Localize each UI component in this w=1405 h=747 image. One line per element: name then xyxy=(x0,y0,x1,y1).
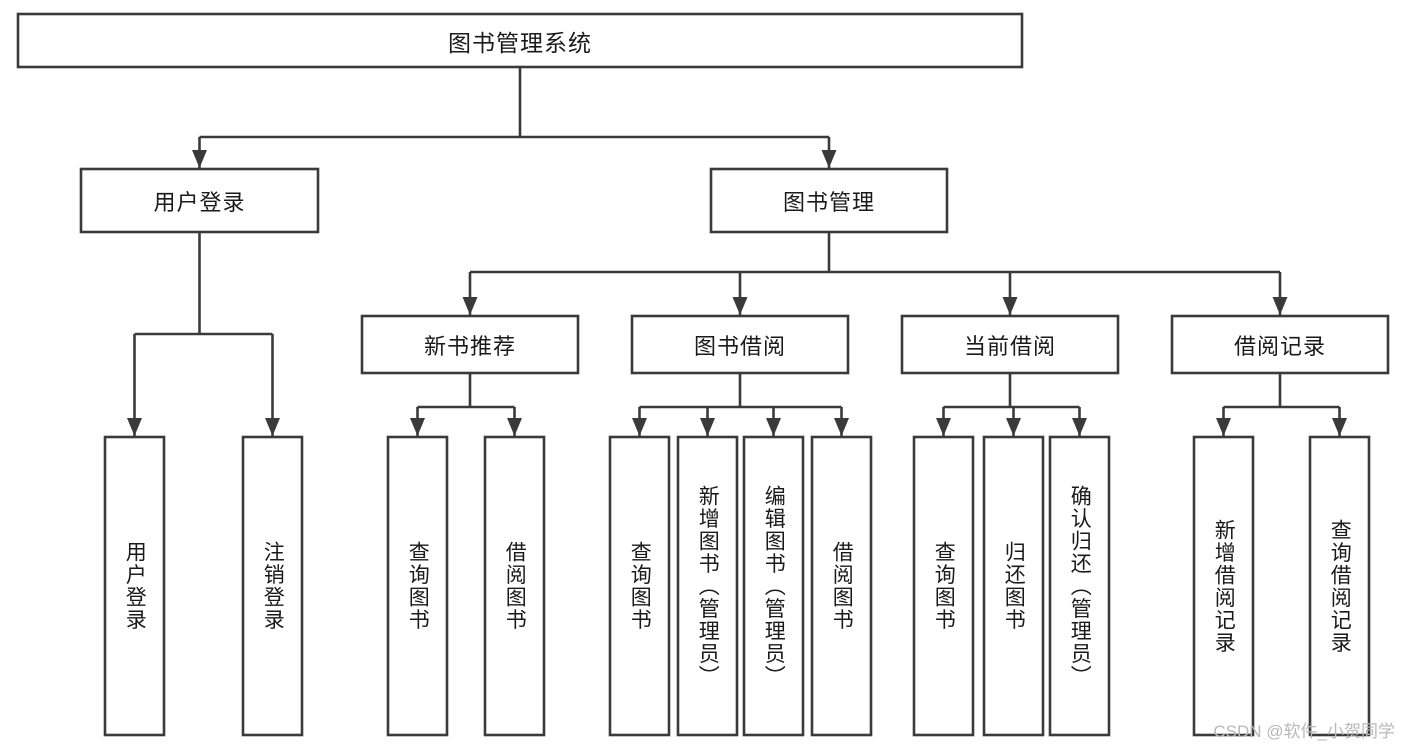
node-box-user-login-do[interactable] xyxy=(103,435,166,737)
node-box-br-add-record[interactable] xyxy=(1192,435,1255,737)
node-box-br-query-record[interactable] xyxy=(1308,435,1371,737)
node-box-borrow-record[interactable] xyxy=(1170,314,1390,375)
node-box-bb-query-book[interactable] xyxy=(608,435,671,737)
node-box-new-book-rec[interactable] xyxy=(360,314,580,375)
arrow-head-icon xyxy=(410,418,425,436)
arrow-head-icon xyxy=(1006,418,1021,436)
node-box-cb-confirm-return[interactable] xyxy=(1048,435,1111,737)
arrow-head-icon xyxy=(936,418,951,436)
arrow-head-icon xyxy=(821,150,837,168)
node-box-book-borrow[interactable] xyxy=(630,314,850,375)
node-box-bb-borrow-book[interactable] xyxy=(810,435,873,737)
arrow-head-icon xyxy=(1272,297,1288,315)
arrow-head-icon xyxy=(265,418,280,436)
node-box-cb-return-book[interactable] xyxy=(982,435,1045,737)
node-box-nbr-query-book[interactable] xyxy=(386,435,449,737)
arrow-head-icon xyxy=(192,150,207,168)
arrow-head-icon xyxy=(507,418,522,436)
node-box-bb-add-book[interactable] xyxy=(676,435,739,737)
arrow-head-icon xyxy=(732,297,748,315)
node-box-bb-edit-book[interactable] xyxy=(742,435,805,737)
arrow-head-icon xyxy=(632,418,647,436)
node-box-current-borrow[interactable] xyxy=(900,314,1120,375)
arrow-head-icon xyxy=(766,418,781,436)
arrow-head-icon xyxy=(462,297,478,315)
node-box-root[interactable] xyxy=(16,12,1024,69)
node-box-book-manage[interactable] xyxy=(709,167,949,234)
node-box-nbr-borrow-book[interactable] xyxy=(483,435,546,737)
node-box-user-logout[interactable] xyxy=(241,435,304,737)
arrow-head-icon xyxy=(834,418,849,436)
arrow-head-icon xyxy=(700,418,715,436)
node-box-cb-query-book[interactable] xyxy=(912,435,975,737)
arrow-head-icon xyxy=(1002,297,1018,315)
arrow-head-icon xyxy=(1332,418,1347,436)
arrow-head-icon xyxy=(127,418,142,436)
arrow-head-icon xyxy=(1072,418,1087,436)
arrow-head-icon xyxy=(1216,418,1231,436)
node-box-user-login[interactable] xyxy=(79,167,320,234)
